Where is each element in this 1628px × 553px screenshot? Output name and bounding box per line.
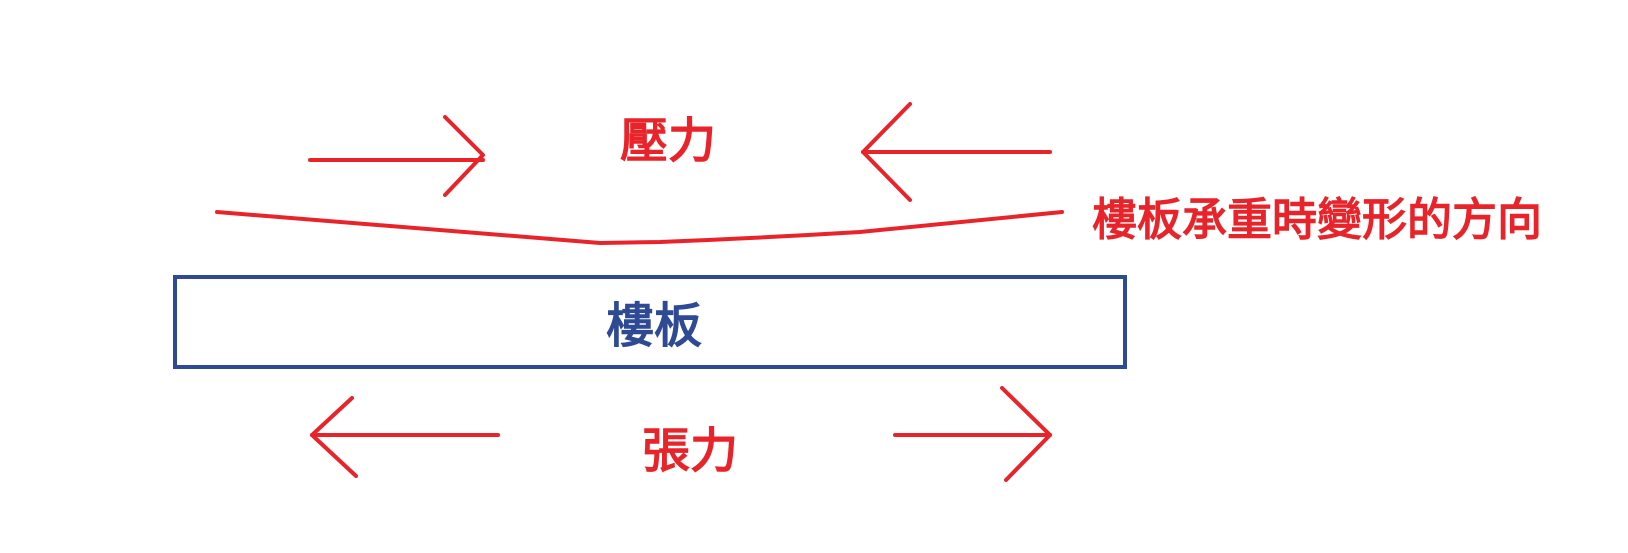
tension-label: 張力 [642, 423, 738, 479]
compression-label: 壓力 [620, 113, 716, 169]
deformation-note: 樓板承重時變形的方向 [1092, 193, 1542, 246]
compression-arrow-right [861, 102, 1052, 202]
tension-arrow-right [893, 386, 1052, 482]
slab-rectangle [173, 275, 1127, 369]
deformation-curve [215, 210, 1064, 246]
slab-label: 樓板 [606, 298, 702, 354]
tension-arrow-left [310, 396, 500, 478]
compression-arrow-left [308, 115, 485, 197]
